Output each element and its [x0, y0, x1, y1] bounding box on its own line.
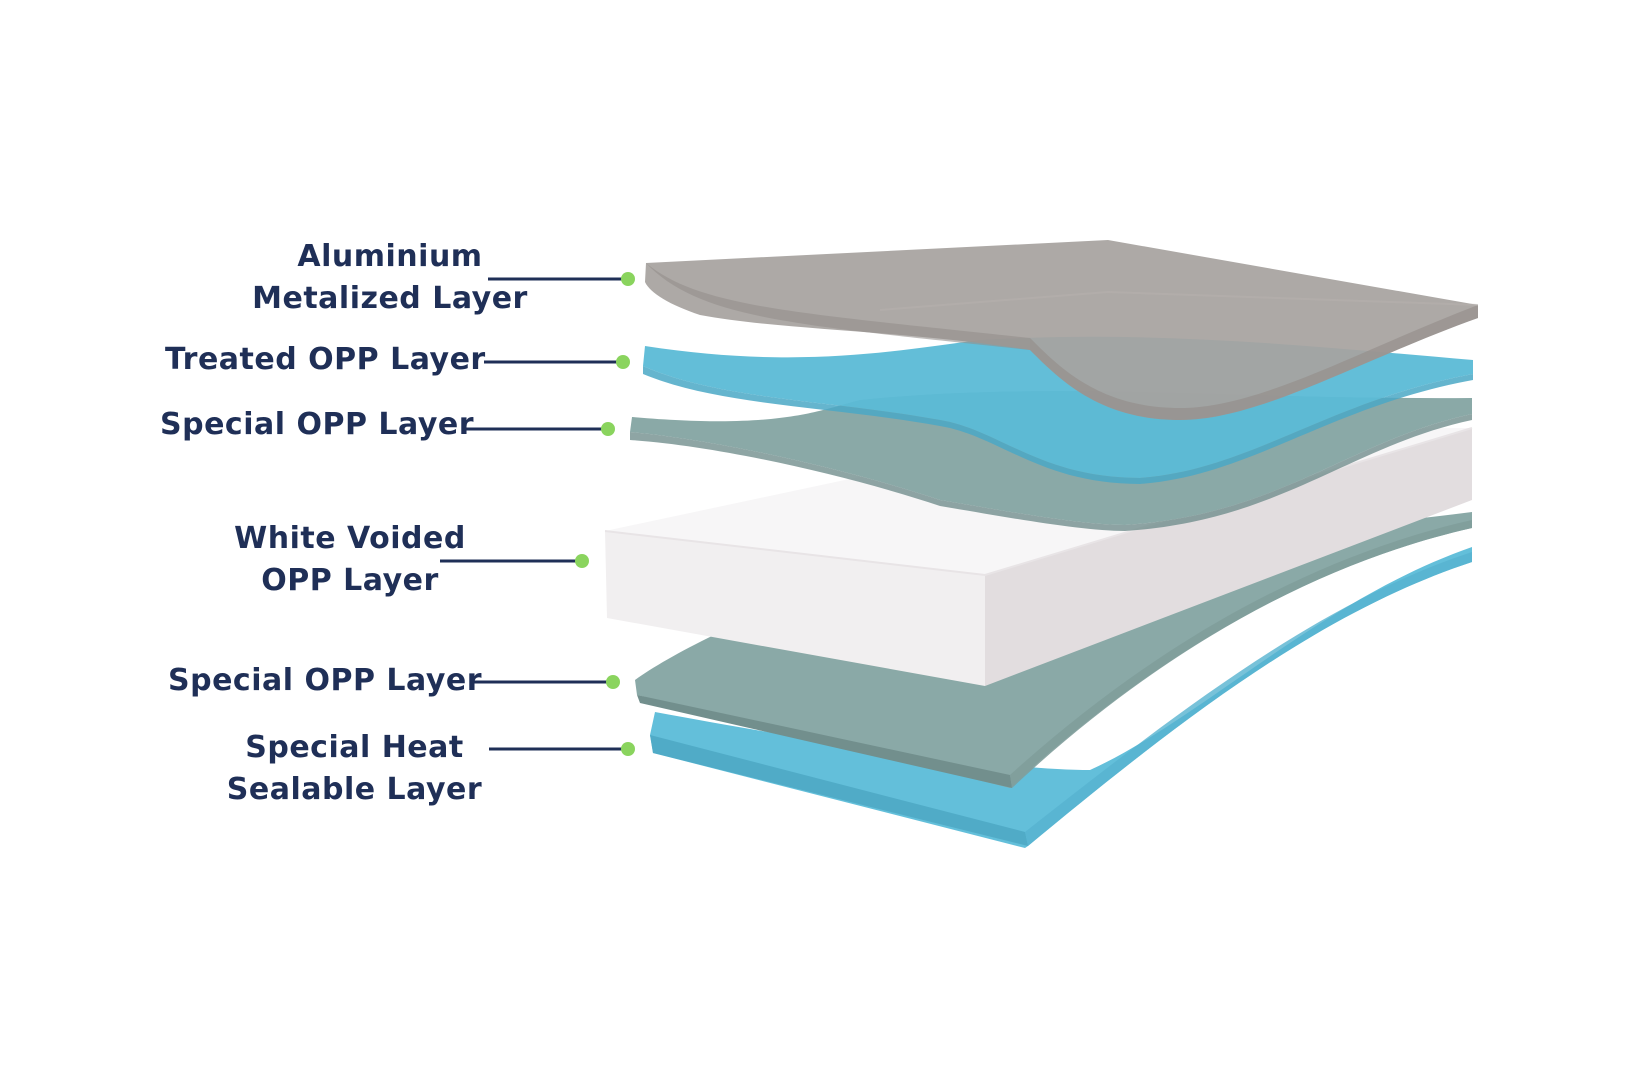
label-line: Special Heat [245, 730, 464, 765]
aluminium-layer-shape [645, 240, 1479, 420]
label-line: Special OPP Layer [168, 663, 483, 698]
label-line: White Voided [234, 521, 466, 556]
leader-dot-special-opp-top [601, 422, 615, 436]
heat-sealable-layer-shape [650, 547, 1472, 848]
label-treated-opp-layer: Treated OPP Layer [165, 339, 485, 381]
leader-lines [440, 272, 635, 756]
label-special-heat-sealable-layer: Special Heat Sealable Layer [222, 727, 487, 811]
leader-dot-special-opp-bottom [606, 675, 620, 689]
label-aluminium-metalized-layer: Aluminium Metalized Layer [250, 236, 530, 320]
label-special-opp-layer-bottom: Special OPP Layer [168, 660, 483, 702]
label-white-voided-opp-layer: White Voided OPP Layer [220, 518, 480, 602]
label-line: Sealable Layer [226, 772, 483, 807]
label-line: Metalized Layer [252, 281, 528, 316]
leader-dot-heat-sealable [621, 742, 635, 756]
leader-dot-white-voided [575, 554, 589, 568]
label-line: Aluminium [297, 239, 483, 274]
label-line: Treated OPP Layer [165, 342, 486, 377]
leader-dot-treated-opp [616, 355, 630, 369]
leader-dot-aluminium [621, 272, 635, 286]
label-line: Special OPP Layer [160, 407, 475, 442]
label-line: OPP Layer [261, 563, 439, 598]
label-special-opp-layer-top: Special OPP Layer [160, 404, 475, 446]
